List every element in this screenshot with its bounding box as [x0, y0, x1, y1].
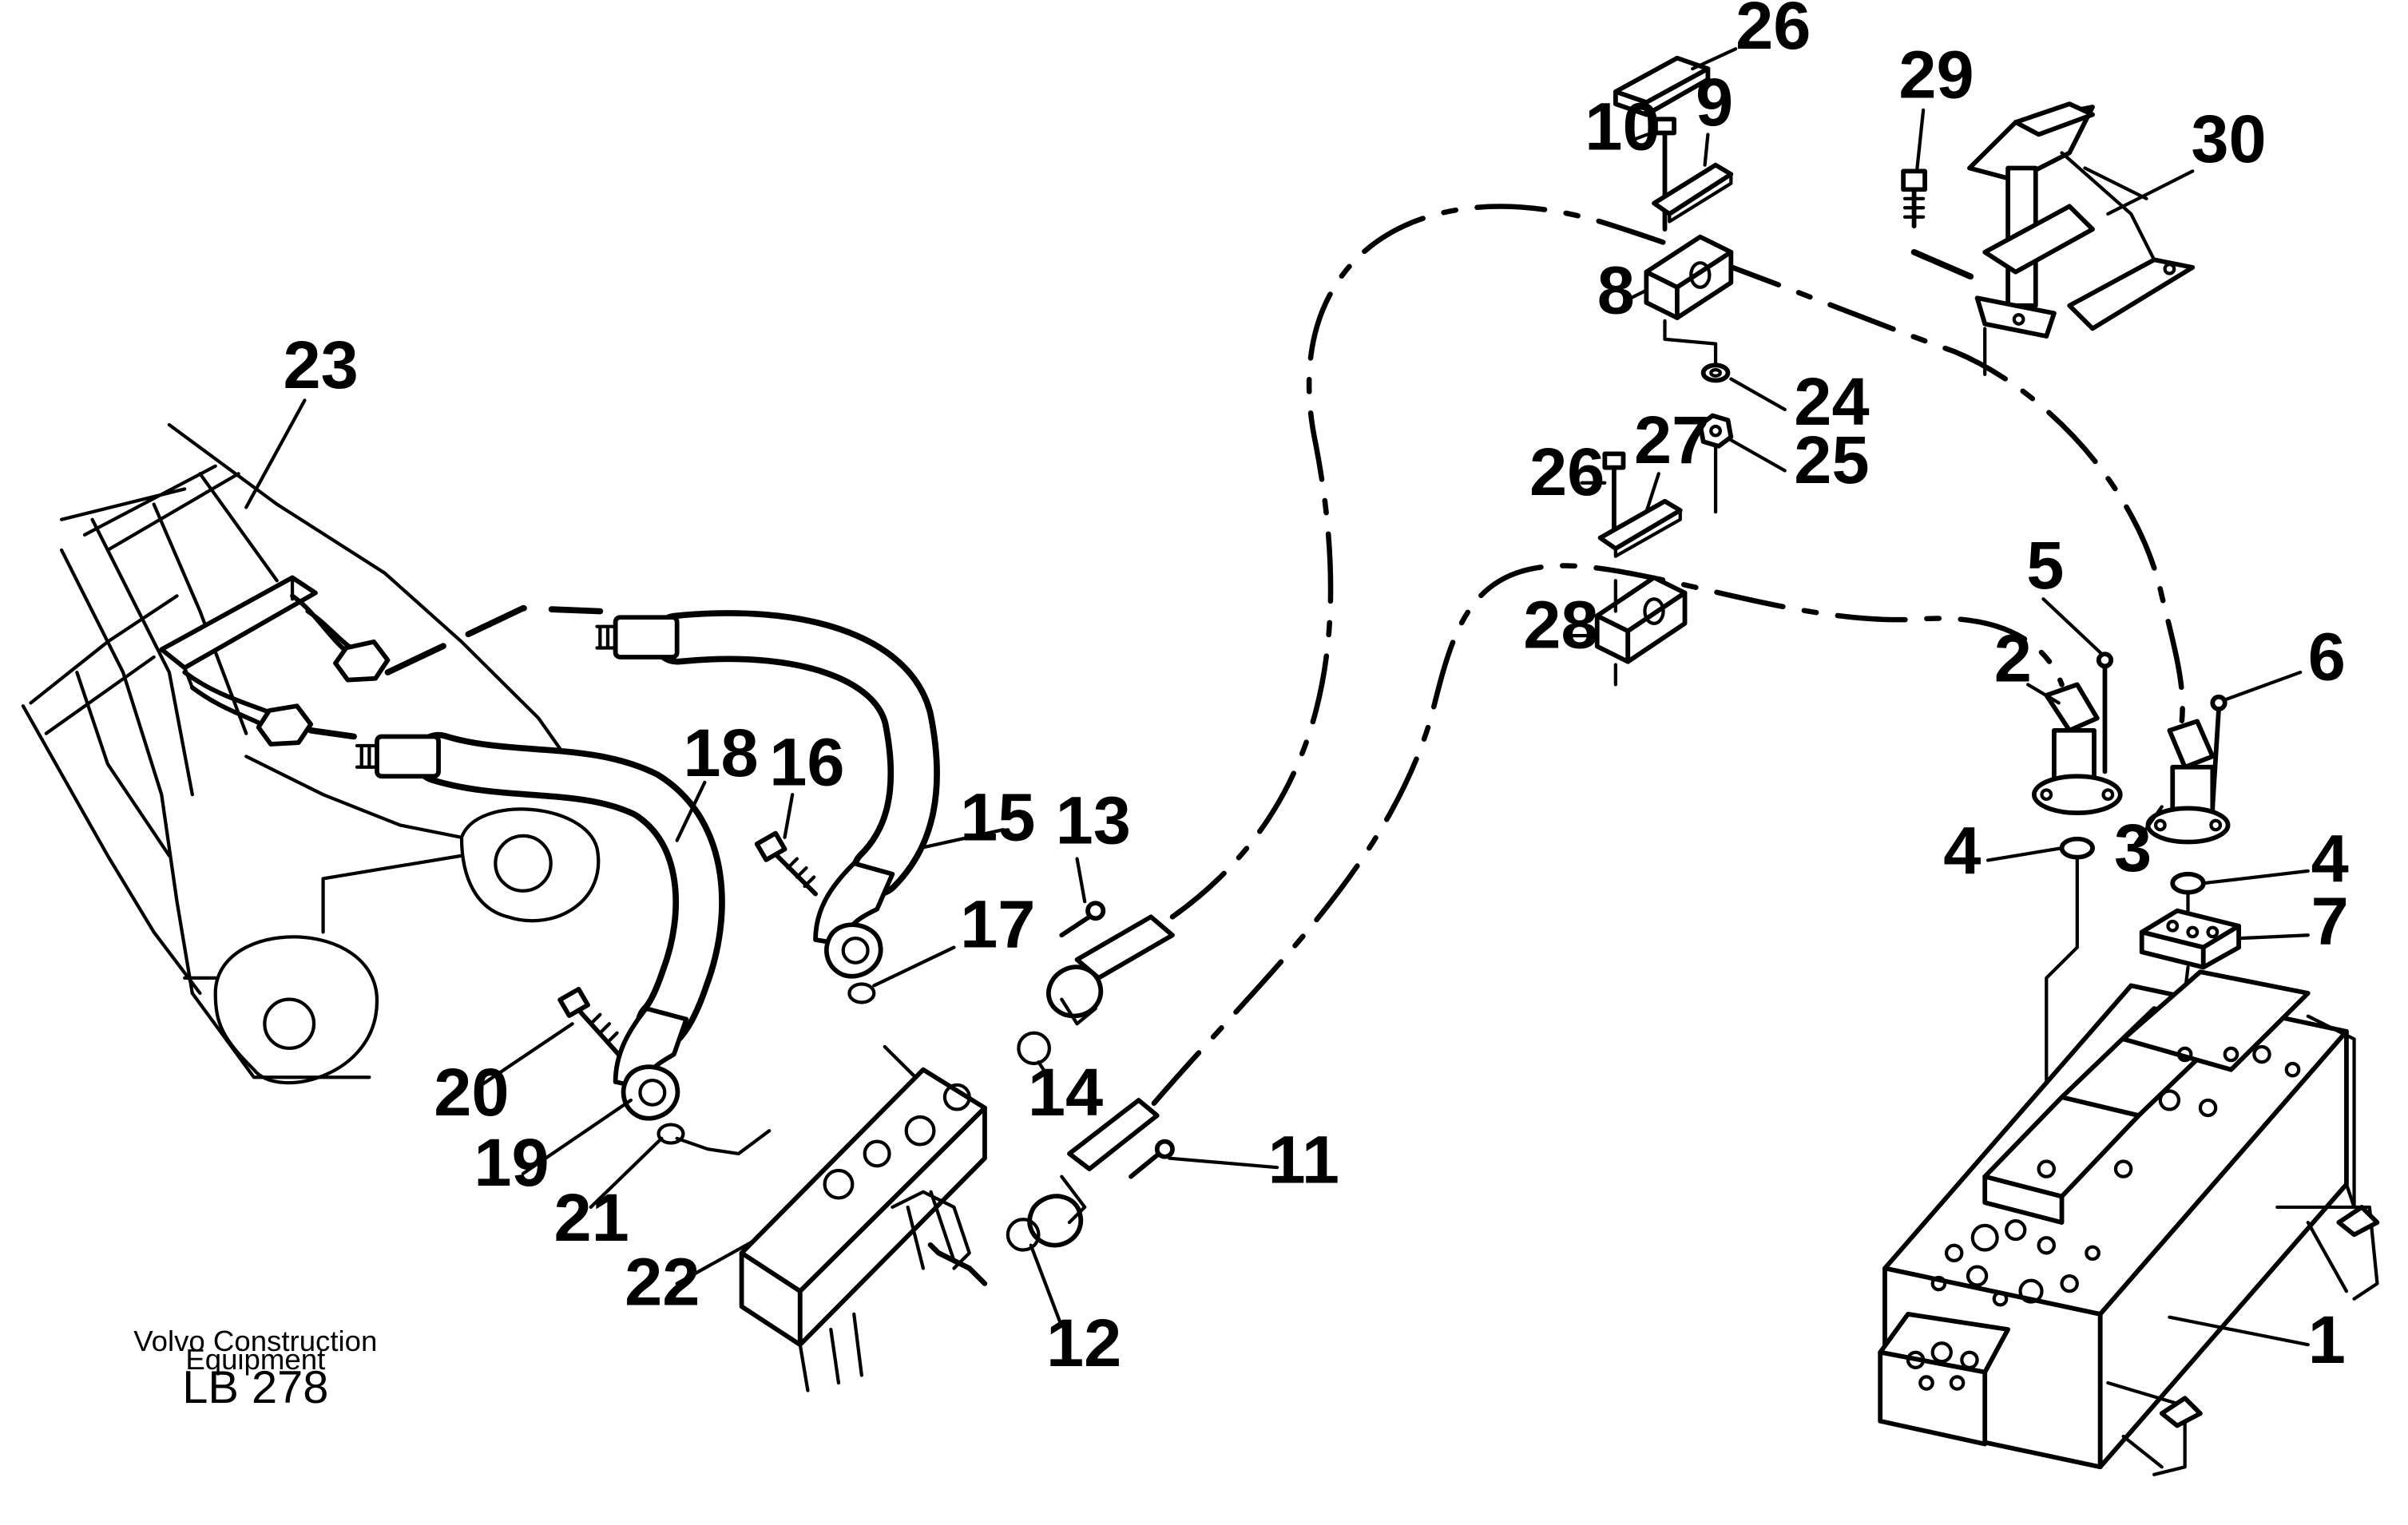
callout-14: 14 — [1028, 1055, 1103, 1130]
callout-29: 29 — [1898, 38, 1974, 113]
diagram-code: LB 278 — [182, 1362, 328, 1413]
bolt-16 — [754, 830, 818, 897]
pad-26-top — [1613, 55, 1711, 117]
connector-line — [307, 727, 357, 740]
callout-10: 10 — [1585, 89, 1660, 164]
callout-8: 8 — [1597, 253, 1635, 328]
control-valve-3 — [2145, 719, 2231, 845]
callout-25: 25 — [1794, 422, 1869, 497]
connector-line — [1910, 248, 1989, 286]
bolt-29 — [1901, 168, 1927, 229]
publisher-note: Volvo Construction Equipment LB 278 — [133, 1325, 377, 1413]
pilot-line-valve — [920, 1234, 988, 1286]
elbow-fitting-17 — [824, 922, 883, 1004]
connector-line — [675, 1129, 772, 1156]
callout-12: 12 — [1046, 1305, 1121, 1380]
connector-line — [883, 1044, 918, 1079]
callout-labels: 1 2 3 4 4 5 6 7 8 9 10 11 12 13 14 15 16… — [283, 0, 2348, 1380]
valve-block-22 — [739, 1067, 987, 1392]
callout-3: 3 — [2114, 810, 2152, 885]
company-line-1: Volvo Construction — [133, 1325, 377, 1357]
callout-2: 2 — [1994, 621, 2032, 696]
screw-11 — [1129, 1139, 1175, 1179]
callout-13: 13 — [1056, 783, 1131, 858]
plate-27 — [1597, 498, 1683, 558]
callout-4-right: 4 — [2311, 822, 2349, 897]
callout-27: 27 — [1634, 402, 1709, 477]
plate-9 — [1652, 162, 1734, 224]
hose-15 — [595, 610, 940, 947]
callout-16: 16 — [769, 725, 844, 800]
boom-part-23 — [21, 422, 601, 1085]
callout-20: 20 — [434, 1055, 509, 1130]
callout-28: 28 — [1523, 588, 1598, 663]
connector-line — [384, 604, 604, 675]
callout-24: 24 — [1794, 364, 1869, 439]
callout-21: 21 — [554, 1180, 629, 1255]
company-line-2: Equipment — [185, 1343, 325, 1376]
screw-5 — [2096, 652, 2114, 774]
control-valve-2 — [2031, 682, 2123, 816]
main-control-valve-1 — [1878, 969, 2380, 1476]
pilot-line-upper — [1169, 204, 2185, 920]
screw-13 — [1059, 901, 1106, 938]
clamp-block-28 — [1594, 575, 1688, 664]
nut-25 — [1697, 413, 1734, 514]
callout-23: 23 — [283, 327, 358, 402]
callout-11: 11 — [1267, 1123, 1339, 1198]
callout-26-lower: 26 — [1529, 434, 1605, 509]
bolt-20 — [557, 986, 621, 1057]
screw-6 — [2210, 694, 2227, 810]
callout-1: 1 — [2308, 1302, 2346, 1377]
elbow-fitting-19 — [621, 1064, 685, 1145]
hose-18 — [355, 731, 725, 1091]
callout-4-left: 4 — [1943, 814, 1981, 889]
leader-lines — [244, 47, 2310, 1347]
callout-5: 5 — [2026, 528, 2064, 603]
pilot-line-lower — [1151, 563, 2065, 1107]
cartridge-valve-upper — [1017, 914, 1175, 1066]
callout-6: 6 — [2308, 620, 2346, 695]
bolt-26 — [1602, 451, 1626, 541]
callout-30: 30 — [2191, 101, 2266, 176]
callout-17: 17 — [960, 887, 1035, 962]
boom-pipe-bracket — [159, 575, 391, 747]
callout-22: 22 — [625, 1245, 700, 1320]
washer-24 — [1700, 362, 1731, 383]
callout-18: 18 — [683, 715, 758, 790]
callout-9: 9 — [1696, 65, 1733, 140]
callout-7: 7 — [2311, 884, 2349, 959]
callout-19: 19 — [474, 1125, 549, 1200]
callout-26-upper: 26 — [1736, 0, 1811, 63]
connector-line — [1663, 319, 1718, 366]
clamp-block-8 — [1644, 234, 1734, 320]
callout-15: 15 — [960, 780, 1035, 855]
bracket-30 — [1967, 101, 2196, 376]
cartridge-valve-lower — [1006, 1098, 1160, 1252]
